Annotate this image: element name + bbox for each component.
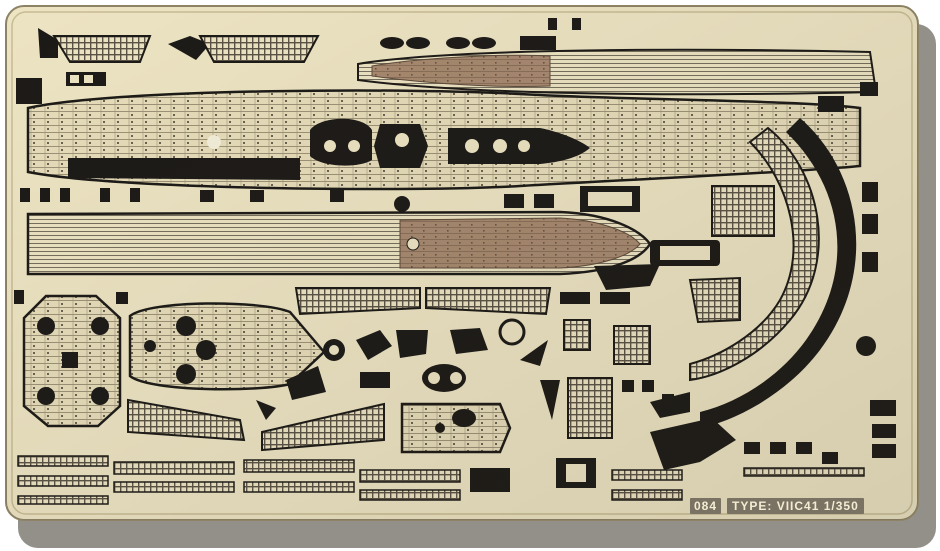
- sheet-type-label: TYPE: VIIC41 1/350: [727, 497, 864, 514]
- sheet-label: 084 TYPE: VIIC41 1/350: [690, 497, 918, 514]
- sheet-code-label: 084: [690, 497, 722, 514]
- sheet-sheen: [6, 6, 918, 520]
